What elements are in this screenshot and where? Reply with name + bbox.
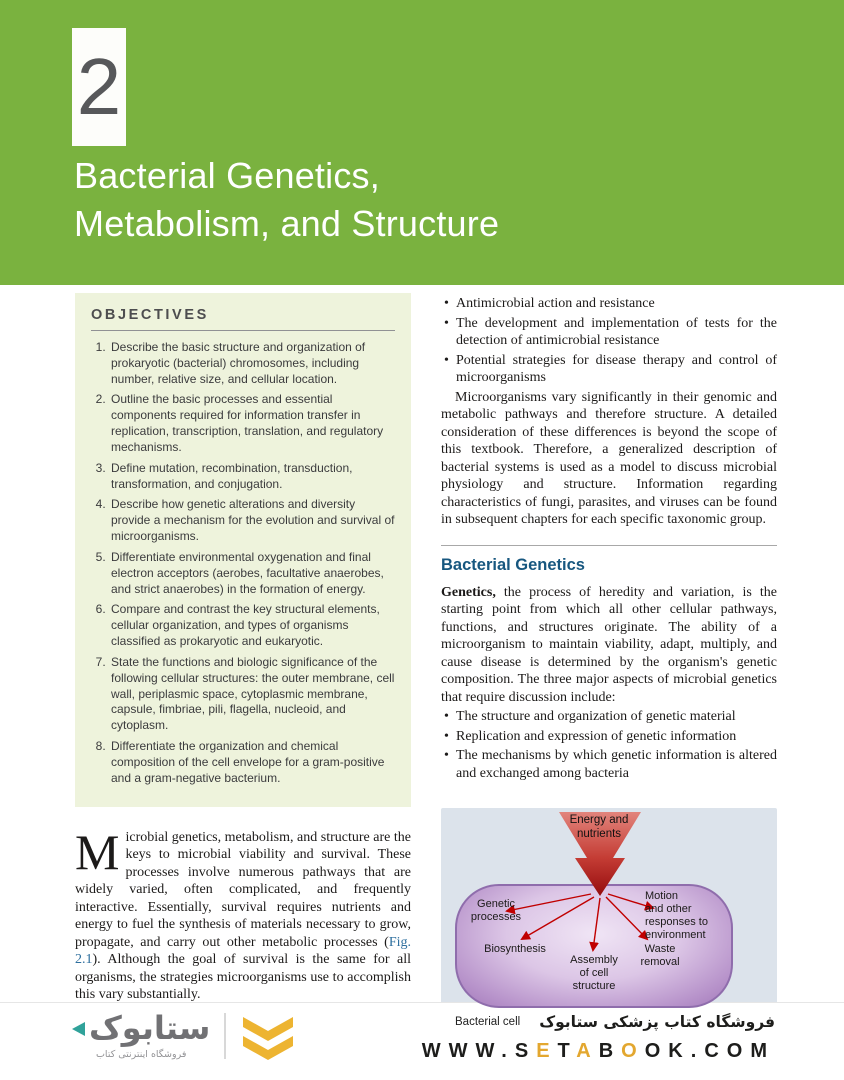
footer-url-letter: M [750, 1040, 775, 1062]
logo-divider [224, 1013, 227, 1059]
figure-reference-link[interactable]: Fig. 2.1 [75, 934, 411, 968]
footer-url-letter: E [536, 1040, 558, 1062]
footer-shop-title: فروشگاه کتاب پزشکی ستابوک [539, 1013, 775, 1031]
footer-url-letter: W [448, 1040, 476, 1062]
motion-responses-label: Motion and other responses to environmen… [645, 890, 708, 941]
chapter-title-line2: Metabolism, and Structure [74, 202, 500, 244]
section-heading-bacterial-genetics: Bacterial Genetics [441, 544, 777, 575]
footer-right: فروشگاه کتاب پزشکی ستابوک WWW.SETABOOK.C… [422, 1013, 775, 1063]
chapter-header: 2 Bacterial Genetics, Metabolism, and Str… [0, 0, 844, 285]
footer-url-letter: B [598, 1040, 622, 1062]
bullet-item: Replication and expression of genetic in… [444, 728, 777, 746]
right-column: Antimicrobial action and resistanceThe d… [441, 293, 777, 1040]
figure-2-1: Energy and nutrients Genetic processes B… [441, 808, 777, 1040]
assembly-label: Assembly of cell structure [570, 954, 618, 992]
logo-text-block: ستابوک فروشگاه اینترنتی کتاب [72, 1009, 211, 1061]
objective-item: Describe how genetic alterations and div… [109, 497, 395, 544]
logo-teal-arrow-icon [72, 1021, 85, 1036]
footer-url-letter: W [475, 1040, 502, 1062]
right-bottom-bullet-list: The structure and organization of geneti… [441, 708, 777, 782]
overview-paragraph: Microorganisms vary significantly in the… [441, 389, 777, 528]
genetics-paragraph: Genetics, the process of heredity and va… [441, 584, 777, 707]
energy-arrow [559, 812, 641, 896]
logo-chevrons-icon [243, 1017, 294, 1060]
genetic-processes-label: Genetic processes [470, 898, 522, 923]
footer-url-letter: K [668, 1040, 691, 1062]
footer-url-letter: . [690, 1040, 705, 1062]
objectives-list: Describe the basic structure and organiz… [91, 340, 395, 787]
genetics-term: Genetics, [441, 584, 496, 600]
bullet-item: The structure and organization of geneti… [444, 708, 777, 726]
objective-item: Compare and contrast the key structural … [109, 602, 395, 649]
objective-item: Describe the basic structure and organiz… [109, 340, 395, 387]
objective-item: Define mutation, recombination, transduc… [109, 461, 395, 493]
objective-item: Outline the basic processes and essentia… [109, 392, 395, 455]
intro-text: icrobial genetics, metabolism, and struc… [75, 829, 411, 950]
chapter-title-line1: Bacterial Genetics, [74, 155, 380, 196]
genetics-text: the process of heredity and variation, i… [441, 584, 777, 705]
intro-text-cont: ). Although the goal of survival is the … [75, 952, 411, 1002]
right-top-bullet-list: Antimicrobial action and resistanceThe d… [441, 295, 777, 387]
footer-url[interactable]: WWW.SETABOOK.COM [422, 1040, 775, 1063]
biosynthesis-label: Biosynthesis [484, 943, 546, 955]
energy-nutrients-label: Energy and nutrients [569, 814, 629, 840]
footer-url-letter: S [514, 1040, 537, 1062]
chapter-title: Bacterial Genetics, Metabolism, and Struc… [74, 152, 499, 247]
bullet-item: The development and implementation of te… [444, 315, 777, 350]
setabook-logo[interactable]: ستابوک فروشگاه اینترنتی کتاب [72, 1009, 296, 1061]
logo-title: ستابوک [89, 1009, 211, 1047]
objective-item: Differentiate environmental oxygenation … [109, 550, 395, 597]
footer-url-letter: A [576, 1040, 599, 1062]
objectives-heading: OBJECTIVES [91, 307, 395, 331]
objective-item: Differentiate the organization and chemi… [109, 739, 395, 786]
page-footer: ستابوک فروشگاه اینترنتی کتاب فروشگاه کتا… [0, 1002, 844, 1080]
figure-arrows [505, 812, 655, 952]
chapter-number: 2 [76, 42, 122, 131]
footer-url-letter: C [704, 1040, 727, 1062]
footer-url-letter: T [557, 1040, 577, 1062]
objective-item: State the functions and biologic signifi… [109, 655, 395, 734]
bullet-item: Antimicrobial action and resistance [444, 295, 777, 313]
bacterial-cell-caption: Bacterial cell [455, 1016, 521, 1028]
logo-subtitle: فروشگاه اینترنتی کتاب [95, 1049, 187, 1061]
footer-url-letter: O [621, 1040, 645, 1062]
footer-url-letter: O [726, 1040, 751, 1062]
footer-url-letter: W [421, 1040, 449, 1062]
drop-cap: M [75, 823, 120, 880]
chapter-number-tab: 2 [72, 28, 126, 146]
objectives-box: OBJECTIVES Describe the basic structure … [75, 293, 411, 807]
bullet-item: The mechanisms by which genetic informat… [444, 747, 777, 782]
footer-url-letter: . [501, 1040, 515, 1062]
waste-removal-label: Waste removal [640, 943, 680, 968]
bullet-item: Potential strategies for disease therapy… [444, 352, 777, 387]
footer-url-letter: O [644, 1040, 669, 1062]
left-column: OBJECTIVES Describe the basic structure … [75, 293, 411, 1002]
